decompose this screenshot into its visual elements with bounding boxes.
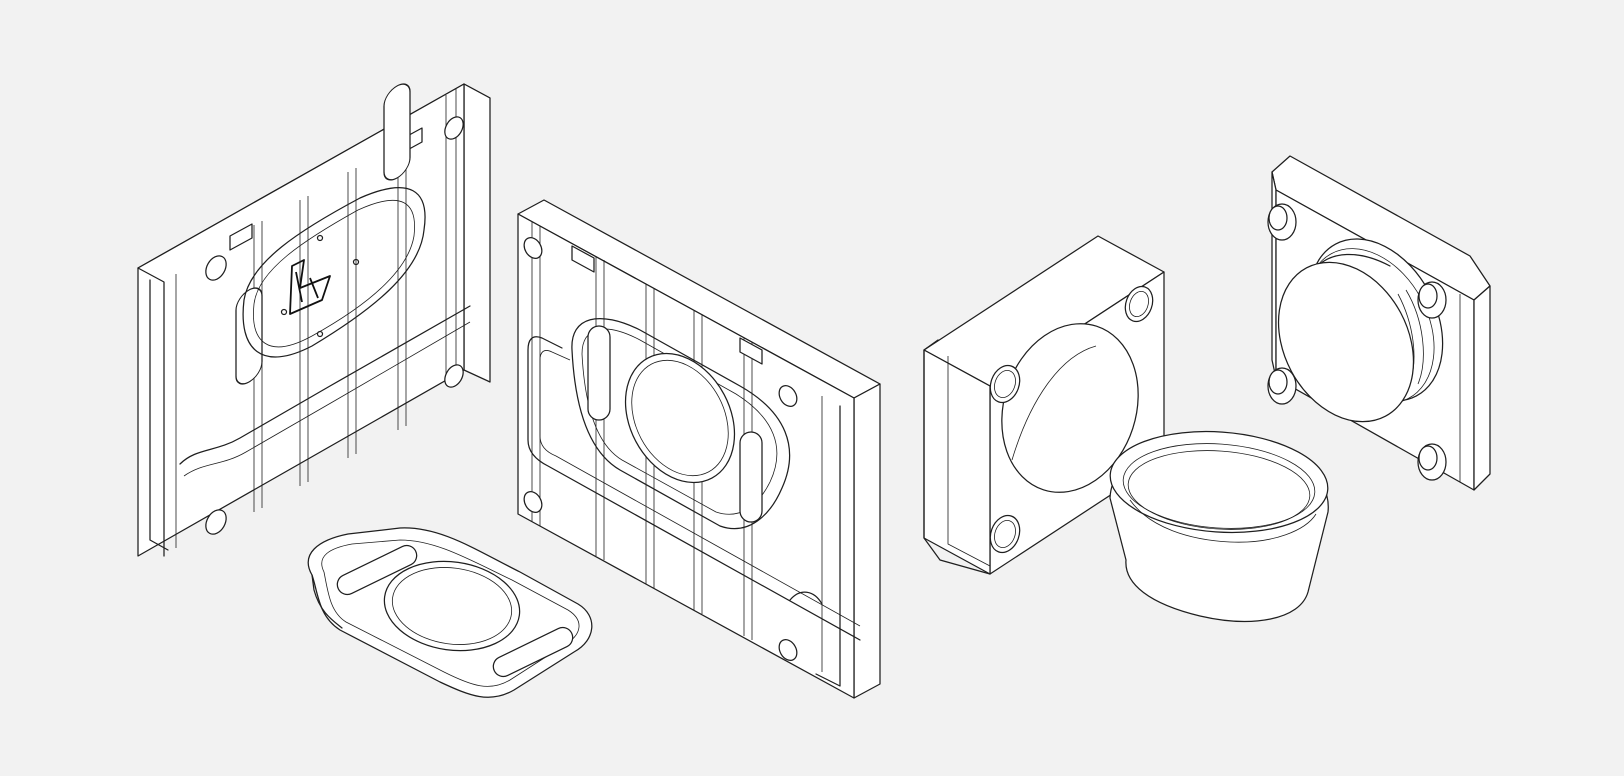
mold-half-logo [137, 83, 491, 557]
round-cup [1109, 430, 1329, 622]
square-frame [923, 235, 1165, 575]
boss-plate [1267, 155, 1491, 491]
pin-bottom-left [1267, 367, 1297, 405]
pin-top-right [1417, 281, 1447, 319]
pin-top-left [1267, 203, 1297, 241]
pin-bottom-right [1417, 443, 1447, 481]
mold-half-round [517, 199, 881, 699]
molded-buckle [307, 527, 593, 698]
